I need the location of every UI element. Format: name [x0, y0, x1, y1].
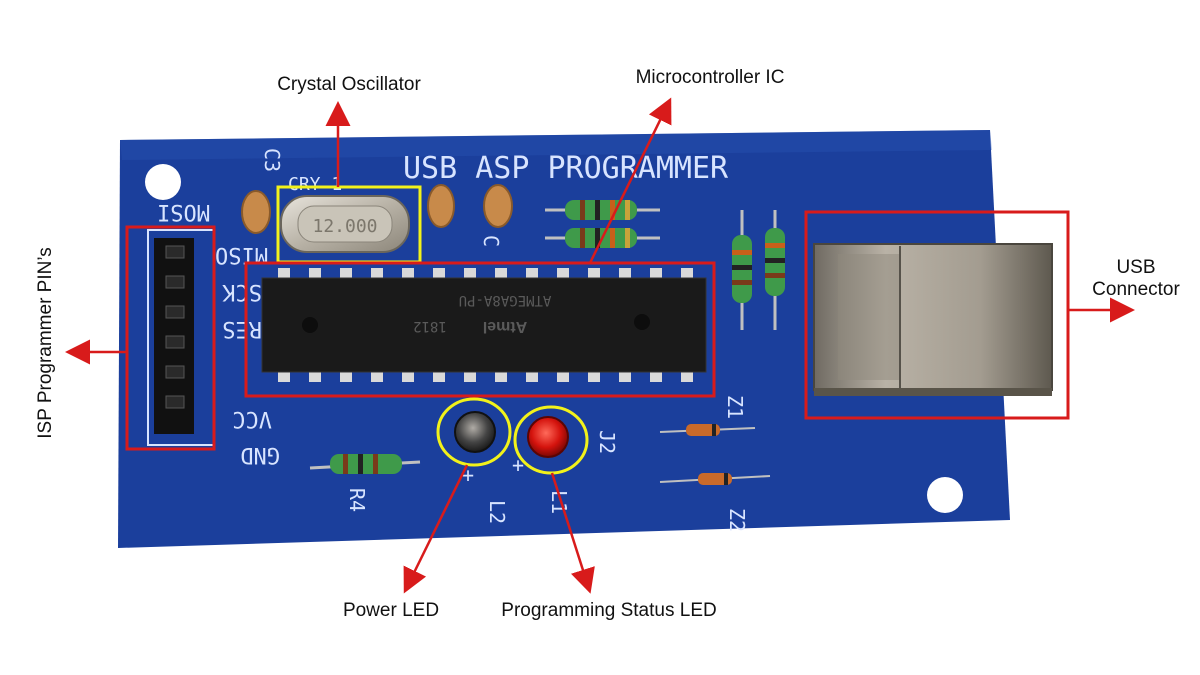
- capacitor: [483, 184, 513, 228]
- resistor: [732, 210, 752, 330]
- ic-pin: [278, 370, 290, 382]
- pin-label-res: RES: [222, 316, 262, 341]
- resistor: [765, 210, 785, 330]
- ic-highlight: [244, 261, 716, 398]
- label-power-led: Power LED: [342, 600, 440, 621]
- svg-text:+: +: [462, 463, 474, 487]
- pin-label-mosi: MOSI: [157, 199, 210, 224]
- ic-pin: [650, 370, 662, 382]
- isp-pin: [165, 305, 185, 319]
- ic-marking: ATMEGA8A-PU: [459, 292, 552, 308]
- label-isp-pins: ISP Programmer PIN’s: [35, 247, 56, 439]
- mounting-hole: [145, 164, 181, 200]
- board-title: USB ASP PROGRAMMER: [403, 151, 729, 186]
- label-crystal-oscillator: Crystal Oscillator: [277, 74, 421, 95]
- svg-text:C3: C3: [260, 148, 284, 172]
- isp-pin: [165, 365, 185, 379]
- crystal-value: 12.000: [312, 216, 377, 237]
- ic-pin: [681, 370, 693, 382]
- ic-pin: [681, 268, 693, 280]
- label-usb-line1: USB: [1116, 257, 1156, 278]
- ic-pin: [402, 370, 414, 382]
- isp-pin: [165, 275, 185, 289]
- ic-pin: [464, 268, 476, 280]
- arrow-power-led: [403, 464, 469, 594]
- ic-pin: [526, 370, 538, 382]
- usb-highlight: [804, 210, 1070, 420]
- ic-pin: [433, 370, 445, 382]
- ic-pin: [340, 268, 352, 280]
- isp-highlight: [125, 225, 216, 451]
- capacitor-c3: [241, 190, 271, 234]
- svg-text:Z2: Z2: [725, 508, 749, 532]
- ic-pin: [588, 268, 600, 280]
- isp-pin: [165, 395, 185, 409]
- resistor-r4: R4: [309, 454, 421, 512]
- usb-connector: [813, 243, 1053, 396]
- ic-pin: [402, 268, 414, 280]
- ic-pin: [557, 370, 569, 382]
- isp-header: [154, 238, 194, 434]
- svg-text:R4: R4: [345, 488, 369, 512]
- ic-pin: [433, 268, 445, 280]
- ic-pin: [557, 268, 569, 280]
- pin-label-vcc: VCC: [232, 406, 272, 431]
- ic-pin: [340, 370, 352, 382]
- zener-diode-z2: Z2: [659, 473, 771, 532]
- ic-pin: [526, 268, 538, 280]
- arrow-status-led: [550, 472, 595, 594]
- label-usb-connector: USB Connector: [1071, 257, 1200, 301]
- svg-text:C: C: [479, 235, 503, 247]
- crystal-oscillator: 12.000 CRY 1: [280, 174, 410, 253]
- isp-pin: [165, 245, 185, 259]
- ic-pin: [371, 370, 383, 382]
- svg-text:J2: J2: [595, 430, 619, 454]
- isp-pin: [165, 335, 185, 349]
- ic-pin: [309, 370, 321, 382]
- microcontroller-chip: ATMEGA8A-PU 1812 Atmel: [261, 268, 707, 382]
- label-programming-status-led: Programming Status LED: [501, 600, 717, 621]
- power-led-highlight: [436, 397, 512, 467]
- mounting-hole: [927, 477, 963, 513]
- ic-pin: [464, 370, 476, 382]
- arrow-ic: [588, 97, 672, 264]
- ic-brand: Atmel: [483, 318, 527, 335]
- ic-pin: [495, 370, 507, 382]
- pin-label-gnd: GND: [240, 442, 280, 467]
- svg-text:L2: L2: [485, 500, 509, 524]
- ic-pin: [619, 370, 631, 382]
- status-led-highlight: [513, 405, 589, 475]
- ic-pin: [309, 268, 321, 280]
- label-microcontroller-ic: Microcontroller IC: [635, 67, 785, 88]
- svg-text:Z1: Z1: [723, 395, 747, 419]
- ic-pin: [650, 268, 662, 280]
- ic-date: 1812: [413, 318, 447, 334]
- ic-pin: [278, 268, 290, 280]
- crystal-silk-label: CRY 1: [288, 174, 342, 195]
- label-usb-line2: Connector: [1092, 279, 1180, 300]
- ic-pin: [495, 268, 507, 280]
- ic-pin: [588, 370, 600, 382]
- pin-label-sck: SCK: [222, 279, 262, 304]
- zener-diode-z1: Z1: [659, 395, 756, 436]
- capacitor: [427, 184, 455, 228]
- ic-pin: [619, 268, 631, 280]
- ic-pin: [371, 268, 383, 280]
